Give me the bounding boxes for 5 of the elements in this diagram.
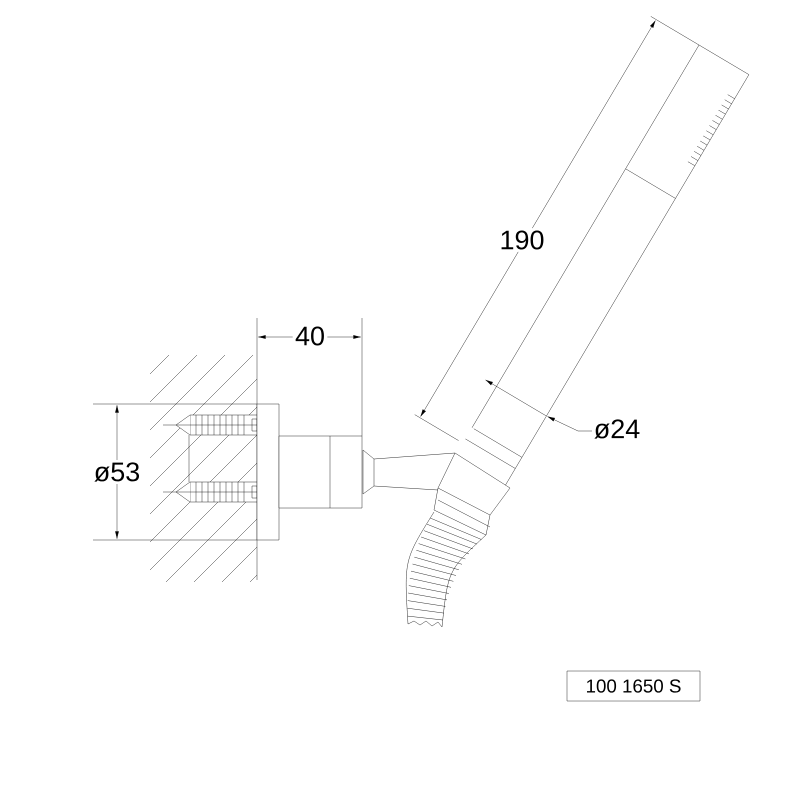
dimension-label: ø24 (594, 419, 640, 439)
dimension-label: 40 (292, 324, 328, 348)
dimension-label: 190 (497, 228, 547, 252)
dimension-label: ø53 (91, 460, 143, 484)
title-block-cell: 100 1650 S (566, 670, 700, 702)
